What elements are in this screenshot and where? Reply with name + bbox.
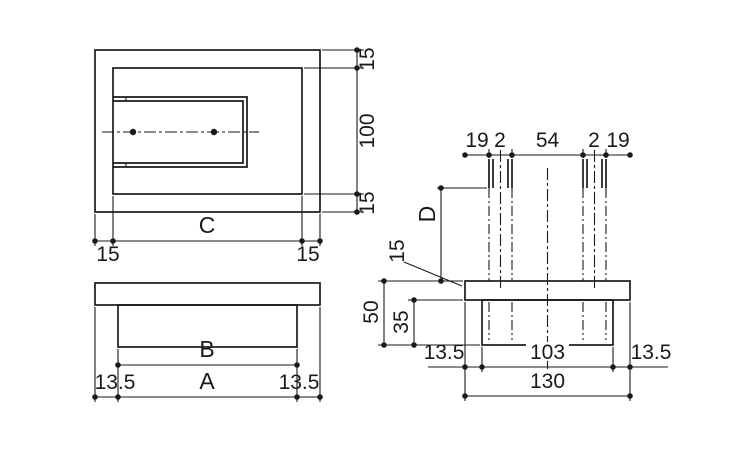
- dim-label-flange-thickness: 15: [386, 239, 409, 262]
- dimension-dot: [462, 393, 468, 399]
- dimension-dot: [627, 364, 633, 370]
- dim-label-side-inner-width: 103: [530, 341, 565, 364]
- dim-label-top-offset-right: 15: [296, 243, 319, 266]
- front-view-extension-lines: [94, 307, 321, 402]
- dimension-dot: [115, 362, 121, 368]
- dim-label-body-height: 35: [390, 310, 413, 333]
- dim-label-side-margin-left: 13.5: [424, 341, 465, 364]
- dimension-dot: [294, 394, 300, 400]
- dim-label-top-right-upper: 15: [356, 47, 379, 70]
- top-view: 15 100 15 C 15 15: [92, 47, 379, 266]
- side-view-left-extension-lines: [378, 280, 480, 346]
- front-view-body-outline: [117, 304, 298, 348]
- side-view: 19 2 54 2 19 D 15 50 35 13.5 103 13.5: [360, 129, 671, 401]
- side-view-body-hidden-lines: [488, 302, 607, 340]
- dimension-dot: [411, 342, 417, 348]
- dimension-dot: [381, 342, 387, 348]
- dimension-dot: [354, 47, 360, 53]
- dim-label-top-right-middle: 100: [356, 113, 379, 148]
- dim-label-top-right-lower: 15: [356, 191, 379, 214]
- top-view-bottom-extension-lines: [94, 196, 321, 246]
- dim-label-front-inner-width: B: [199, 336, 214, 362]
- dim-label-overall-height: 50: [360, 300, 383, 323]
- dimension-dot: [462, 364, 468, 370]
- dimension-dot: [627, 393, 633, 399]
- dimension-dot: [354, 65, 360, 71]
- side-view-flange-leader-line: [403, 261, 463, 287]
- dimension-dot: [479, 364, 485, 370]
- dimension-dot: [580, 152, 586, 158]
- dim-label-front-margin-left: 13.5: [95, 371, 136, 394]
- dimension-dot: [299, 238, 305, 244]
- dim-label-front-margin-right: 13.5: [279, 371, 320, 394]
- dim-label-top-width: C: [199, 212, 216, 238]
- front-view-flange-outline: [94, 282, 321, 306]
- top-view-right-extension-lines: [304, 49, 364, 213]
- dimension-dot: [486, 152, 492, 158]
- dimension-dot: [438, 185, 444, 191]
- dimension-dot: [317, 238, 323, 244]
- side-view-prong-centerlines: [499, 150, 596, 288]
- dim-label-leg-length: D: [414, 206, 440, 223]
- dim-label-side-top-4: 2: [588, 129, 600, 152]
- front-view: B 13.5 A 13.5: [92, 282, 323, 402]
- dim-label-side-top-1: 19: [465, 129, 488, 152]
- dim-label-side-top-5: 19: [606, 129, 629, 152]
- dimension-dot: [294, 362, 300, 368]
- dimension-dot: [354, 209, 360, 215]
- dimension-dot: [92, 238, 98, 244]
- dimension-dot: [462, 152, 468, 158]
- dimension-dot: [354, 191, 360, 197]
- dim-label-overall-width: 130: [530, 370, 565, 393]
- side-view-bottom-extension-lines: [464, 302, 631, 401]
- dimension-dot: [92, 394, 98, 400]
- top-view-outer-outline: [94, 49, 321, 213]
- dimension-dot: [110, 238, 116, 244]
- side-view-prong-solid-lines: [488, 159, 607, 188]
- dimension-dot: [381, 278, 387, 284]
- dimension-dot: [509, 152, 515, 158]
- dimension-dot: [603, 152, 609, 158]
- dim-label-side-top-2: 2: [494, 129, 506, 152]
- dim-label-side-top-3: 54: [536, 129, 560, 152]
- dim-label-front-outer-width: A: [199, 368, 215, 394]
- dimension-dot: [115, 394, 121, 400]
- dimension-dot: [627, 152, 633, 158]
- dimension-dot: [610, 364, 616, 370]
- top-view-slot-outer-outline: [113, 96, 248, 168]
- dimension-dot: [317, 394, 323, 400]
- top-view-inner-outline: [112, 67, 303, 195]
- label-background-mask: [526, 342, 569, 361]
- dim-label-top-offset-left: 15: [96, 243, 119, 266]
- dimension-dot: [411, 297, 417, 303]
- dim-label-side-margin-right: 13.5: [631, 341, 672, 364]
